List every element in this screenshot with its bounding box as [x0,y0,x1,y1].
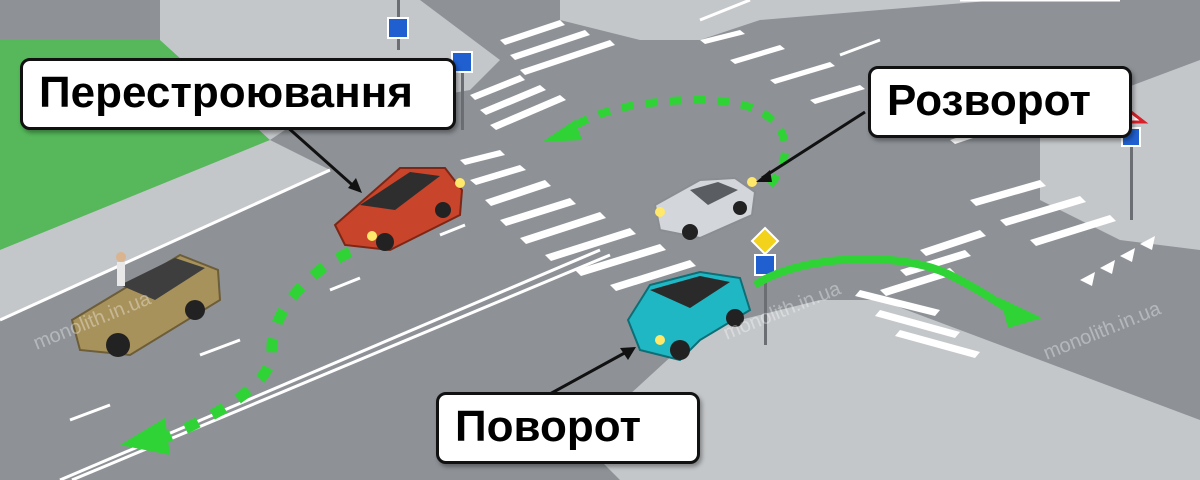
u-turn-pointer [761,110,866,180]
lane-change-arrow [120,247,353,455]
u-turn-pointer-head [756,170,772,182]
yield-triangles [1080,236,1155,286]
car-gold-suv [70,253,222,357]
lane-dashes [69,0,1120,422]
turn-arrow [752,255,1042,328]
pedestrian-crossing-sign-icon [387,17,409,39]
crosswalk-bottom-right [855,290,980,358]
lane-change-pointer [284,123,359,192]
car-red-suv [333,167,465,252]
sign-pole-top [387,0,409,50]
u-turn-arrow [542,95,790,188]
turn-pointer-head [620,347,636,360]
crosswalk-right [880,180,1116,296]
sidewalk-bottom [580,300,1200,480]
turn-pointer [547,348,631,397]
sidewalk-left [0,140,330,320]
lane-change-pointer-head [348,178,362,193]
label-u-turn: Розворот [868,66,1132,138]
car-teal-suv [626,270,752,362]
label-lane-change: Перестроювання [20,58,456,130]
sign-pole-center [750,226,780,345]
car-silver-sedan [653,176,757,240]
sidewalk-top [560,0,1000,40]
crosswalk-center [460,150,696,291]
sign-pole-left [451,51,473,130]
label-turn: Поворот [436,392,700,464]
crosswalk-top-left [470,20,615,130]
pedestrian [116,252,126,286]
road-edge-left [0,168,331,322]
